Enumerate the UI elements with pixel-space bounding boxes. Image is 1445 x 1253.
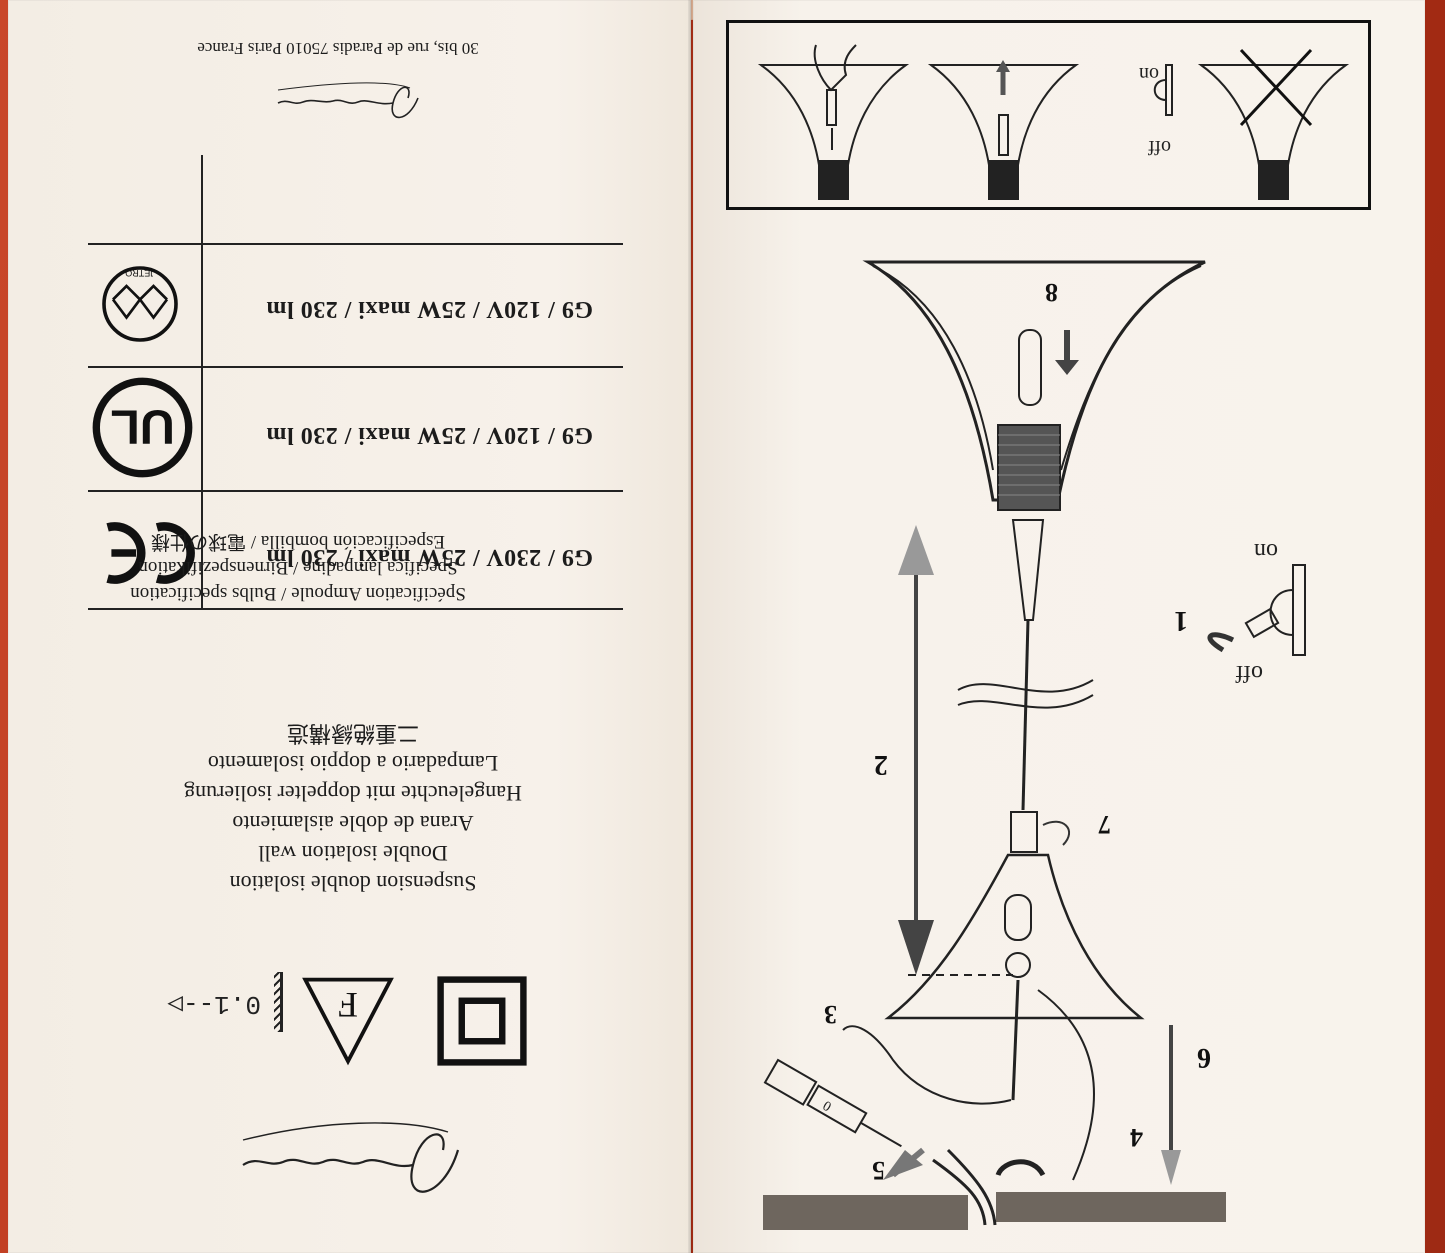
baccarat-signature-top bbox=[277, 82, 419, 119]
f-mark-triangle-icon: F bbox=[302, 977, 394, 1066]
double-insulation-icon bbox=[437, 976, 527, 1066]
jetro-mark-icon: JETRO bbox=[102, 266, 178, 342]
bulb-spec-line: Specifica lampadine / Birnenspezifikatio… bbox=[138, 557, 458, 578]
svg-text:4: 4 bbox=[1130, 1123, 1143, 1152]
svg-text:UL: UL bbox=[110, 400, 174, 454]
ce-mark-icon bbox=[106, 522, 195, 584]
svg-text:8: 8 bbox=[1045, 278, 1058, 307]
spec-text-ul: G9 / 120V / 25W maxi / 230 lm bbox=[266, 422, 593, 448]
svg-text:0: 0 bbox=[820, 1099, 834, 1115]
address-text: 30 bis, rue de Paradis 75010 Paris Franc… bbox=[197, 39, 479, 58]
svg-text:3: 3 bbox=[824, 1000, 837, 1029]
svg-text:on: on bbox=[1139, 63, 1159, 85]
svg-text:on: on bbox=[1254, 538, 1278, 564]
title-line: 二重絶縁構造 bbox=[287, 721, 420, 746]
spec-row-ul: UL G9 / 120V / 25W maxi / 230 lm bbox=[88, 370, 623, 488]
switch-off-icon: on off bbox=[1139, 63, 1173, 158]
right-page: on off bbox=[693, 0, 1425, 1253]
svg-text:7: 7 bbox=[1098, 810, 1111, 839]
shade-insert-bulb bbox=[757, 44, 910, 200]
page-fold bbox=[688, 0, 694, 1253]
spec-table: G9 / 230V / 25W maxi / 230 lm UL G9 / 12… bbox=[88, 155, 623, 610]
spec-row-ce: G9 / 230V / 25W maxi / 230 lm bbox=[88, 492, 623, 610]
distance-label: 0.1--▷ bbox=[167, 989, 261, 1019]
spec-text-jetro: G9 / 120V / 25W maxi / 230 lm bbox=[266, 296, 593, 322]
distance-symbol: 0.1--▷ bbox=[153, 972, 283, 1032]
bulb-spec-line: Especificación bombilla / 電球の仕様 bbox=[151, 531, 445, 552]
title-line: Double isolation wall bbox=[258, 841, 448, 866]
svg-text:6: 6 bbox=[1197, 1042, 1211, 1073]
bulb-handling-panel: on off bbox=[726, 20, 1371, 210]
wall-switch-icon: 1 on off bbox=[1174, 538, 1306, 686]
svg-text:F: F bbox=[338, 985, 358, 1025]
spec-row-jetro: JETRO G9 / 120V / 25W maxi / 230 lm bbox=[88, 246, 623, 364]
left-page: 30 bis, rue de Paradis 75010 Paris Franc… bbox=[8, 0, 691, 1253]
svg-text:JETRO: JETRO bbox=[125, 268, 155, 278]
title-line: Lampadario a doppio isolamento bbox=[207, 751, 499, 776]
svg-text:2: 2 bbox=[874, 749, 888, 780]
title-line: Arana de doble aislamiento bbox=[232, 811, 474, 836]
wall-hatch bbox=[274, 972, 283, 1032]
svg-text:5: 5 bbox=[872, 1156, 885, 1185]
shade-do-not-touch bbox=[1197, 48, 1350, 200]
ul-mark-icon: UL bbox=[92, 377, 193, 478]
product-titles: Suspension double isolation Double isola… bbox=[128, 718, 578, 898]
bulb-specification: Spécification Ampoule / Bulbs specificat… bbox=[88, 528, 508, 606]
svg-text:off: off bbox=[1235, 660, 1263, 686]
svg-text:off: off bbox=[1148, 136, 1171, 158]
title-line: Suspension double isolation bbox=[229, 871, 477, 896]
svg-text:1: 1 bbox=[1174, 605, 1188, 636]
bulb-spec-line: Spécification Ampoule / Bulbs specificat… bbox=[130, 583, 466, 604]
shade-remove-bulb bbox=[927, 60, 1080, 200]
baccarat-signature-bottom bbox=[242, 1122, 460, 1193]
title-line: Hangeleuchte mit doppelter isolierung bbox=[184, 781, 522, 806]
installation-diagram: 8 2 7 3 0 5 4 bbox=[763, 260, 1306, 1230]
